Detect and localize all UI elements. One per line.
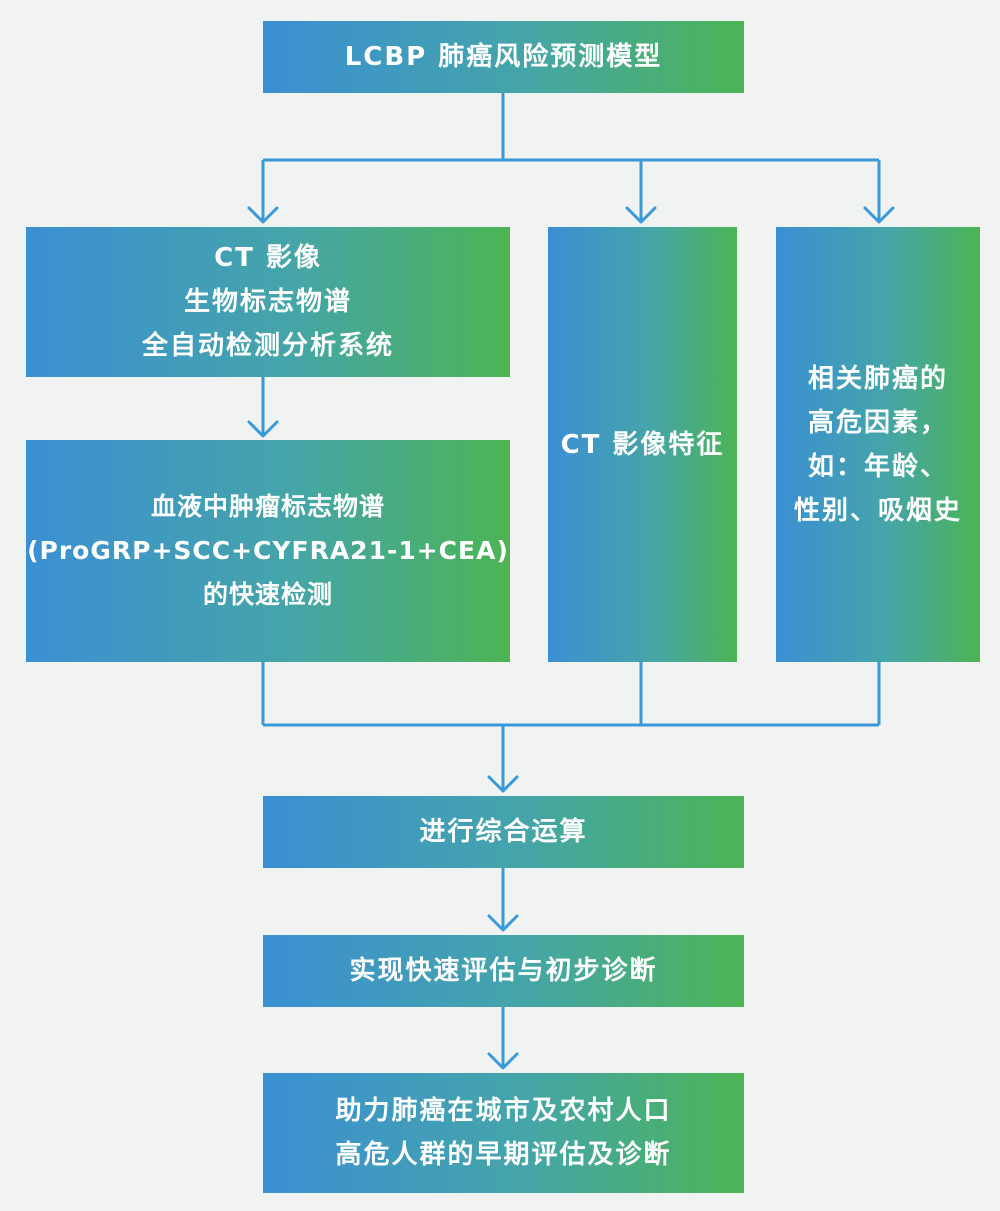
evaluation-box: 实现快速评估与初步诊断 xyxy=(263,935,744,1007)
arrow-to-blood xyxy=(247,420,279,438)
blood-line: (ProGRP+SCC+CYFRA21-1+CEA) xyxy=(27,536,509,565)
outcome-box: 助力肺癌在城市及农村人口 高危人群的早期评估及诊断 xyxy=(263,1073,744,1193)
risk-line: 如：年龄、 xyxy=(807,451,948,482)
title-text: LCBP 肺癌风险预测模型 xyxy=(344,42,663,72)
arrow-to-help xyxy=(487,1052,519,1070)
arrow-to-compute xyxy=(487,775,519,793)
ct-system-line: CT 影像 xyxy=(214,243,322,273)
risk-factors-box: 相关肺癌的 高危因素， 如：年龄、 性别、吸烟史 xyxy=(776,227,980,662)
ct-system-line: 生物标志物谱 xyxy=(183,287,352,317)
blood-marker-box: 血液中肿瘤标志物谱 (ProGRP+SCC+CYFRA21-1+CEA) 的快速… xyxy=(26,440,510,662)
ct-system-line: 全自动检测分析系统 xyxy=(141,331,394,361)
arrow-to-ct-system xyxy=(247,206,279,224)
arrow-to-ct-feature xyxy=(625,206,657,224)
compute-text: 进行综合运算 xyxy=(419,817,588,847)
evaluation-text: 实现快速评估与初步诊断 xyxy=(349,956,658,986)
title-box: LCBP 肺癌风险预测模型 xyxy=(263,21,744,93)
outcome-line: 助力肺癌在城市及农村人口 xyxy=(335,1096,672,1126)
risk-line: 性别、吸烟史 xyxy=(793,495,962,526)
ct-system-box: CT 影像 生物标志物谱 全自动检测分析系统 xyxy=(26,227,510,377)
compute-box: 进行综合运算 xyxy=(263,796,744,868)
risk-line: 高危因素， xyxy=(807,407,948,438)
ct-feature-box: CT 影像特征 xyxy=(548,227,737,662)
arrow-to-eval xyxy=(487,914,519,932)
risk-line: 相关肺癌的 xyxy=(807,363,948,394)
outcome-line: 高危人群的早期评估及诊断 xyxy=(335,1140,672,1170)
blood-line: 的快速检测 xyxy=(202,580,333,609)
arrow-to-risk xyxy=(863,206,895,224)
ct-feature-line: CT 影像特征 xyxy=(560,429,725,460)
blood-line: 血液中肿瘤标志物谱 xyxy=(150,492,385,521)
